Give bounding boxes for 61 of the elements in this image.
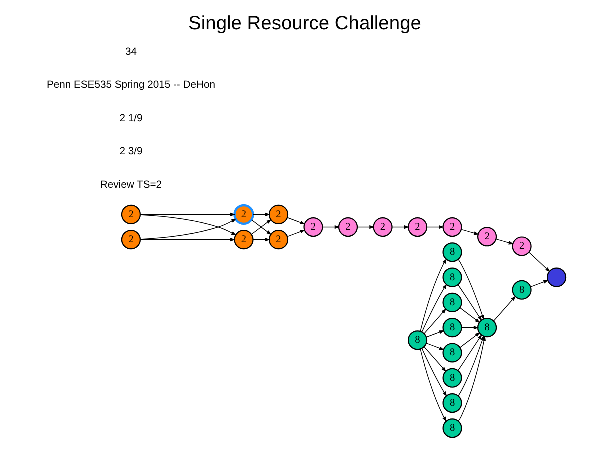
arrow — [253, 238, 271, 242]
arrow — [140, 214, 237, 236]
arrow — [426, 330, 445, 338]
node-circle: 8 — [512, 280, 532, 300]
arrow — [322, 225, 340, 230]
arrow — [426, 343, 445, 350]
node-circle: 8 — [408, 330, 428, 350]
node-circle: 2 — [338, 217, 358, 238]
node-circle — [547, 268, 567, 288]
node-circle: 2 — [373, 217, 393, 238]
label: Review TS=2 — [100, 180, 162, 191]
arrow — [392, 225, 410, 230]
node-circle: 8 — [442, 318, 462, 338]
arrow — [140, 238, 236, 242]
node-circle: 8 — [442, 393, 462, 414]
node-circle: 2 — [304, 217, 324, 238]
node-circle: 2 — [268, 230, 289, 250]
node-circle: 8 — [442, 242, 462, 262]
arrow — [496, 238, 514, 245]
arrow — [461, 229, 480, 236]
node-circle: 2 — [442, 217, 462, 238]
label: 2 1/9 — [120, 113, 143, 124]
arrow — [460, 332, 480, 348]
node-circle: 2 — [268, 204, 289, 224]
label: Penn ESE535 Spring 2015 -- DeHon — [46, 80, 216, 92]
arrow — [420, 348, 447, 422]
arrow — [357, 225, 375, 230]
arrow — [420, 258, 447, 332]
arrow — [287, 217, 306, 225]
arrow — [458, 334, 482, 372]
node-circle: 2 — [408, 217, 428, 238]
node-circle: 2 — [234, 230, 254, 250]
arrow — [458, 284, 482, 322]
arrow — [253, 212, 271, 217]
arrow — [287, 230, 306, 238]
node-circle: 2 — [512, 236, 532, 256]
arrow — [424, 308, 447, 334]
arrow — [422, 284, 448, 332]
arrow — [493, 296, 516, 322]
arrow — [422, 348, 448, 397]
node-circle: 2 — [121, 230, 142, 250]
node-circle: 8 — [442, 268, 462, 288]
arrow — [140, 218, 237, 240]
node-circle: 2 — [477, 227, 498, 247]
arrow — [460, 308, 480, 324]
arrow — [140, 212, 236, 217]
node-circle: 8 — [442, 343, 462, 363]
node-circle: 2 — [121, 204, 142, 224]
arrow — [426, 225, 444, 230]
node-circle: 2 — [234, 204, 254, 226]
arrow — [530, 280, 549, 288]
label: 2 3/9 — [120, 146, 143, 158]
arrow — [458, 259, 484, 320]
node-circle: 8 — [477, 318, 498, 338]
node-circle: 8 — [442, 418, 462, 438]
node-circle: 8 — [442, 292, 462, 312]
arrow — [462, 326, 480, 330]
diagram-title: Single Resource Challenge — [188, 14, 422, 35]
arrow — [424, 346, 447, 372]
arrow — [528, 252, 550, 272]
label: 34 — [125, 46, 137, 58]
